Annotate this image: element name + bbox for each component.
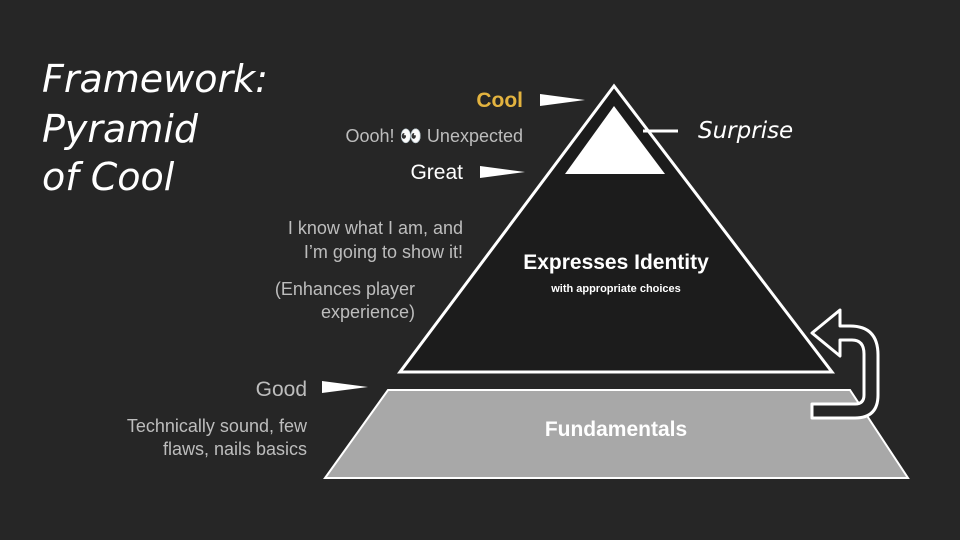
surprise-label: Surprise <box>698 118 793 144</box>
title-line-2: Pyramid <box>42 107 199 151</box>
level-great-description: I know what I am, and I’m going to show … <box>288 218 463 262</box>
svg-text:Technically sound, few: Technically sound, few <box>127 416 308 436</box>
level-cool-label: Cool <box>476 89 523 112</box>
svg-text:(Enhances player: (Enhances player <box>275 279 415 299</box>
fundamentals-label: Fundamentals <box>545 418 687 441</box>
title-line-3: of Cool <box>42 155 175 199</box>
identity-triangle <box>397 83 836 374</box>
identity-subtitle: with appropriate choices <box>550 283 681 295</box>
svg-text:flaws, nails basics: flaws, nails basics <box>163 439 307 459</box>
cool-pointer-arrow <box>540 94 585 106</box>
level-good-description: Technically sound, few flaws, nails basi… <box>127 416 308 459</box>
svg-text:experience): experience) <box>321 302 415 322</box>
slide-title: Framework: Pyramid of Cool <box>42 57 268 199</box>
level-great-note: (Enhances player experience) <box>275 279 415 322</box>
title-line-1: Framework: <box>42 57 268 101</box>
svg-text:I’m going to show it!: I’m going to show it! <box>304 242 463 262</box>
surprise-triangle <box>565 106 665 174</box>
svg-text:I know what I am, and: I know what I am, and <box>288 218 463 238</box>
feedback-uturn-arrow <box>810 308 880 420</box>
level-good-label: Good <box>256 378 307 401</box>
fundamentals-base <box>323 389 910 479</box>
identity-title: Expresses Identity <box>523 251 709 274</box>
level-cool-description: Oooh! 👀 Unexpected <box>345 126 523 146</box>
level-great-label: Great <box>410 161 463 184</box>
good-pointer-arrow <box>322 381 368 393</box>
great-pointer-arrow <box>480 166 525 178</box>
